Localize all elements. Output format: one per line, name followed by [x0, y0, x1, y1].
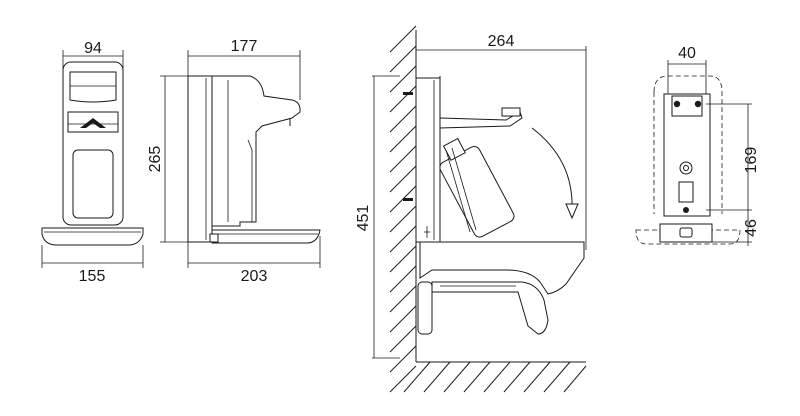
floor-hatching [403, 361, 587, 393]
drip-tray-wall-body [419, 241, 585, 295]
lower-plate [659, 223, 713, 243]
drip-tray-front [41, 227, 144, 246]
wall-plate-side [187, 75, 213, 243]
top-hole-right-icon [694, 100, 702, 108]
side-depth-label: 177 [231, 38, 258, 55]
wall-depth-label: 264 [488, 33, 515, 50]
rear-bottom-offset-label: 46 [743, 219, 760, 237]
lever-arrow-icon [80, 118, 106, 128]
dispenser-side-body [211, 75, 301, 227]
top-hole-left-icon [673, 100, 681, 108]
fill-window [72, 149, 114, 219]
slot [678, 181, 694, 203]
wall-mount-view: 451 264 [355, 25, 587, 393]
front-width-label: 94 [84, 40, 102, 57]
wall-height-label: 451 [355, 205, 372, 232]
rotation-arrow [531, 127, 573, 211]
side-base-depth-label: 203 [241, 268, 268, 285]
front-view: 94 155 [41, 40, 144, 285]
dispenser-outline [653, 75, 723, 214]
drip-tray-side [211, 229, 321, 244]
rear-view: 40 169 46 [635, 45, 760, 246]
rear-hole-spacing-label: 40 [678, 45, 696, 62]
side-height-label: 265 [147, 146, 164, 173]
side-view: 177 265 203 [147, 38, 321, 285]
center-hole-icon [679, 161, 693, 175]
rear-hole-height-label: 169 [743, 147, 760, 174]
bottom-hole-icon [683, 207, 689, 213]
wall-hatching [389, 25, 417, 393]
dispenser-front-body [62, 61, 124, 226]
drip-tray-wall [431, 281, 549, 335]
front-base-width-label: 155 [79, 268, 106, 285]
wall-bracket [415, 77, 441, 243]
